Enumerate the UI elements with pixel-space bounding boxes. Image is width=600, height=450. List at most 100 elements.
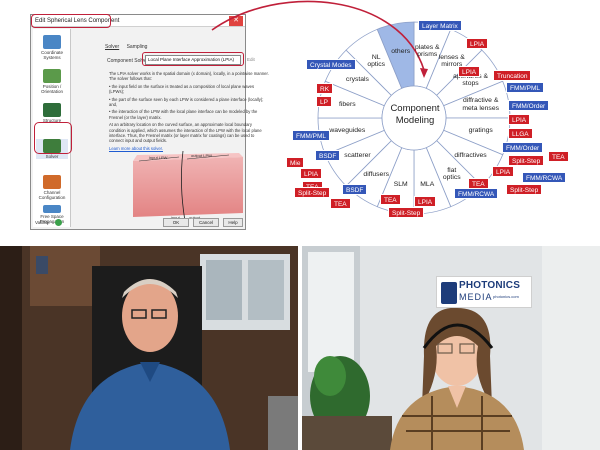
left-participant-scene [0,246,298,450]
wheel-sector-label-line: optics [442,174,461,182]
sidebar-item-coordinate-systems[interactable]: Coordinate Systems [36,35,68,60]
wheel-sector-label-line: waveguides [329,127,366,135]
wheel-sector-label-line: prisms [417,51,438,59]
wheel-sector-label-line: crystals [345,76,369,84]
wheel-sector-label-line: others [391,47,411,55]
wheel-center [381,85,447,151]
sidebar-item-label: Channel Configuration [38,190,66,200]
cancel-button[interactable]: Cancel [193,218,219,227]
solver-tag: Split-Step [388,207,425,218]
photonics-logo-icon [441,282,457,304]
wheel-sector-label: others [377,48,425,56]
sidebar-item-structure[interactable]: Structure [36,103,68,123]
center-label-line: Component [390,103,440,114]
sidebar-item-label: Coordinate Systems [40,50,63,60]
component-solver-label: Component Solver [107,58,149,64]
brand-subname: MEDIA [459,292,493,302]
wheel-sector-label-line: diffusers [363,170,389,178]
title-highlight-ring [31,14,111,28]
wheel-sector-label-line: diffractive & [462,97,499,105]
video-divider [298,246,302,450]
dialog-sidebar: Coordinate Systems Position / Orientatio… [33,29,71,227]
video-feed-right: PHOTONICS MEDIA photonics.com [302,246,600,450]
wheel-sector-label-line: fibers [338,100,356,108]
wheel-sector-label-line: MLA [420,180,435,188]
sidebar-item-position-orientation[interactable]: Position / Orientation [36,69,68,94]
solver-tag: Split-Step [508,155,545,166]
component-solver-select[interactable]: Local Plane Interface Approximation (LPI… [145,55,241,65]
lens-surface-figure [133,150,243,222]
solver-tag: Split-Step [294,187,331,198]
solver-tag: Crystal Modes [306,59,356,70]
output-lpw-label: output LPW [191,153,212,158]
sidebar-item-free-space-propagation[interactable]: Free Space Propagation [36,205,68,224]
wheel-sector-label: diffractive &meta lenses [457,97,505,112]
wheel-sector-label: plates &prisms [403,44,451,59]
orientation-icon [43,69,61,83]
solver-tag: LPIA [508,114,531,125]
wheel-sector-label: waveguides [323,127,371,135]
wheel-sector-label-line: gratings [468,127,493,135]
wheel-sector-label: SLM [377,181,425,189]
brand-name: PHOTONICS [459,280,521,291]
help-button[interactable]: Help [223,218,243,227]
solver-tag: LPIA [492,166,515,177]
arrow-head-icon [420,68,428,78]
solver-description: The LPIA solver works in the spatial dom… [109,71,269,153]
dialog-tabs: Solver Sampling [105,44,153,50]
channel-icon [43,175,61,189]
ok-button[interactable]: OK [163,218,189,227]
solver-tag: RK [316,83,334,94]
wheel-sector-label: diffusers [352,171,400,179]
video-feed-left [0,246,298,450]
learn-more-link[interactable]: Learn more about this solver. [109,145,164,151]
wheel-sector-label-line: SLM [393,180,408,188]
tab-solver[interactable]: Solver [105,44,120,50]
structure-icon [43,103,61,117]
solver-tag: Layer Matrix [418,20,462,31]
center-label-line: Modeling [395,115,435,126]
sidebar-item-label: Solver [45,154,59,159]
sidebar-solver-highlight-ring [34,122,72,154]
solver-tag: FMM/PML [506,82,544,93]
wheel-sector-label: diffractives [447,152,495,160]
input-lpw-label: input LPW [149,155,168,160]
close-icon[interactable]: ✕ [229,16,243,26]
solver-dialog-window[interactable]: Edit Spherical Lens Component ✕ Coordina… [30,14,269,230]
sidebar-item-label: Free Space Propagation [39,214,65,224]
solver-tag: FMM/RCWA [522,172,567,183]
solver-tag: LPIA [414,196,437,207]
solver-highlight-ring [142,52,244,66]
solver-tag: Mie [286,157,305,168]
brand-url: photonics.com [493,294,519,299]
coordinate-axes-icon [43,35,61,49]
input-sub-label: input [171,215,180,220]
sidebar-item-channel-configuration[interactable]: Channel Configuration [36,175,68,200]
solver-tag: BSDF [342,184,368,195]
wheel-center-label: Component Modeling [380,103,450,127]
solver-tag: FMM/RCWA [454,188,499,199]
description-bullet: • the part of the surface seen by each L… [109,96,264,108]
tab-sampling[interactable]: Sampling [126,44,148,50]
wheel-sector-label-line: scatterer [344,151,371,159]
solver-tag: Split-Step [506,184,543,195]
solver-tag: LPIA [466,38,489,49]
solver-tag: FMM/PML [292,130,330,141]
wheel-sector-label-line: NL [371,53,381,61]
solver-tag: LPIA [458,66,481,77]
edit-button[interactable]: Edit [247,57,255,62]
wheel-sector-label: lenses &mirrors [428,54,476,69]
right-participant-scene [302,246,600,450]
pointer-arrow [211,0,425,71]
wheel-sector-label: MLA [403,181,451,189]
description-paragraph: At an arbitrary location on the curved s… [109,122,262,144]
wheel-sector-label-line: plates & [414,43,440,51]
sidebar-item-solver[interactable]: Solver [36,139,68,159]
solver-tag: Truncation [493,70,532,81]
solver-tag: LP [316,96,332,107]
output-sub-label: output [189,215,200,220]
presentation-slide: Edit Spherical Lens Component ✕ Coordina… [30,0,569,230]
wheel-sector-label-line: optics [367,61,386,69]
description-paragraph: The LPIA solver works in the spatial dom… [109,71,269,82]
propagation-icon [43,205,61,213]
